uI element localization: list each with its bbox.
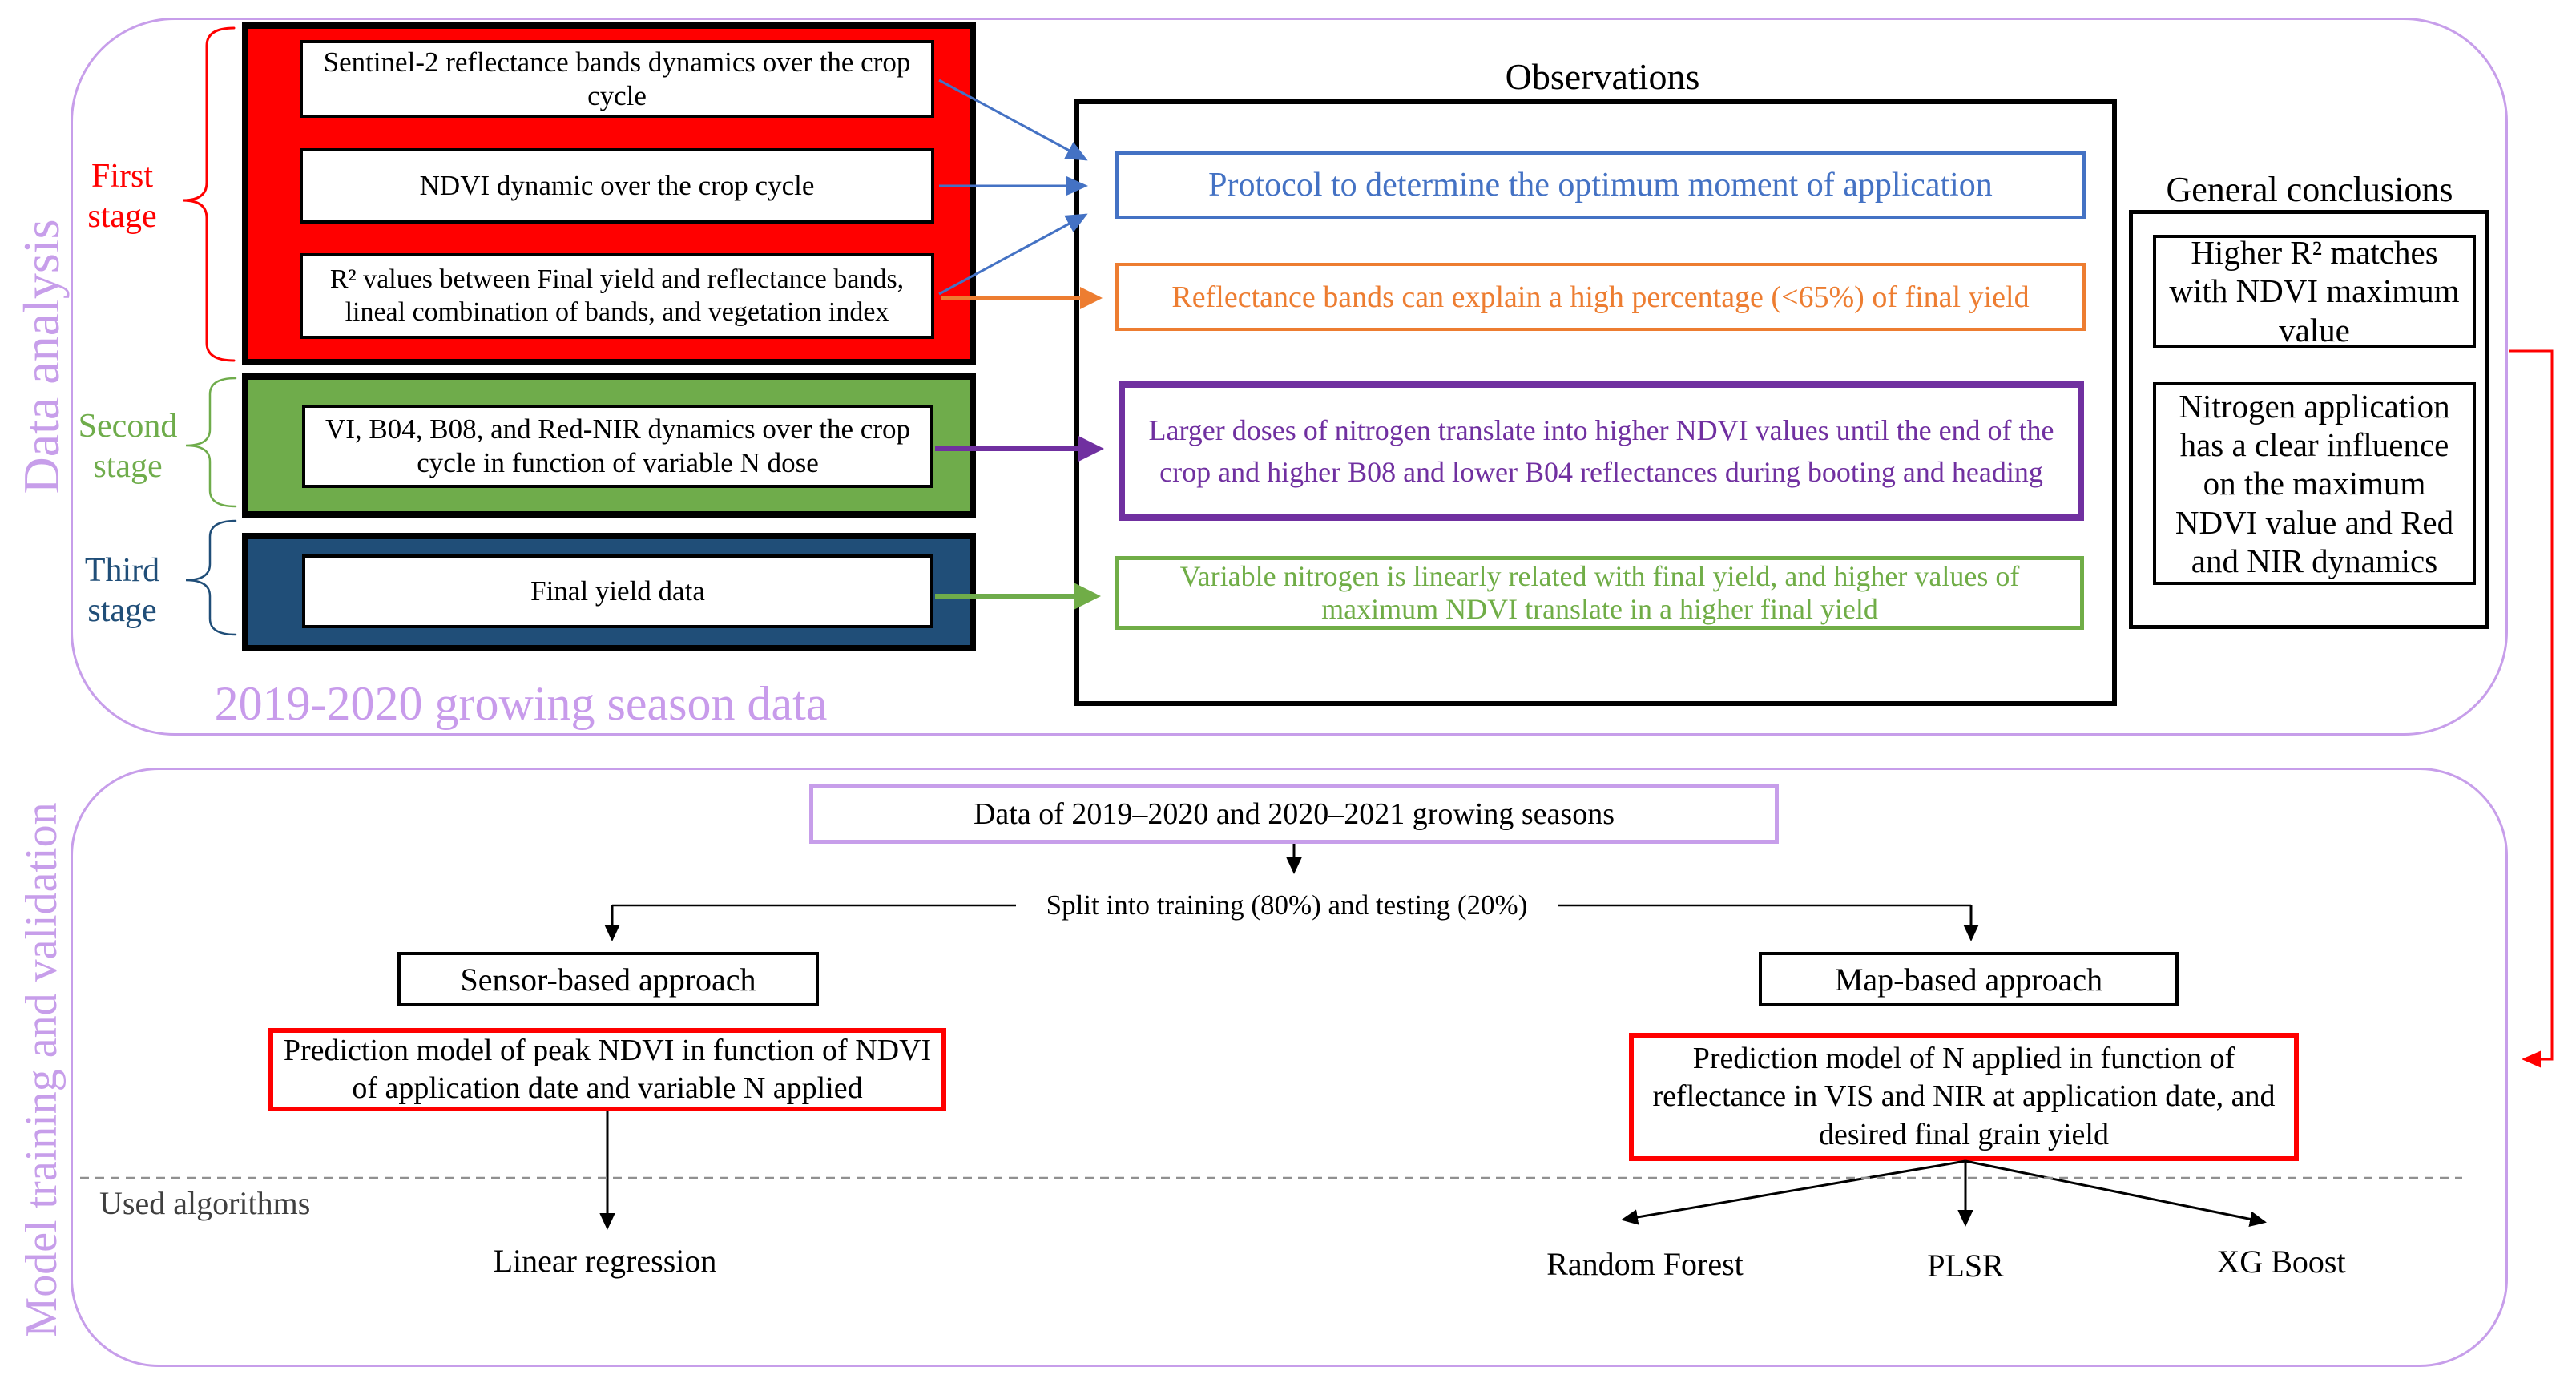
used-algorithms-label: Used algorithms bbox=[99, 1185, 311, 1221]
general-conclusions-title: General conclusions bbox=[2166, 170, 2453, 209]
observations-rect bbox=[1074, 99, 2117, 706]
stage-label-third: Third stage bbox=[84, 552, 160, 629]
label-random-forest: Random Forest bbox=[1546, 1246, 1744, 1282]
observation-protocol-box: Protocol to determine the optimum moment… bbox=[1115, 151, 2086, 219]
season-caption: 2019-2020 growing season data bbox=[214, 677, 828, 730]
map-approach-box: Map-based approach bbox=[1759, 952, 2179, 1006]
label-plsr: PLSR bbox=[1927, 1248, 2004, 1284]
stage-block-first: Sentinel-2 reflectance bands dynamics ov… bbox=[242, 22, 976, 365]
stage-item-final-yield: Final yield data bbox=[302, 554, 933, 628]
observation-nitrogen-ndvi-box: Larger doses of nitrogen translate into … bbox=[1119, 381, 2084, 521]
data-analysis-side-label: Data analysis bbox=[13, 219, 70, 494]
map-model-box: Prediction model of N applied in functio… bbox=[1629, 1033, 2299, 1161]
observations-title: Observations bbox=[1505, 56, 1700, 97]
model-training-side-label: Model training and validation bbox=[17, 802, 67, 1337]
stage-item-ndvi: NDVI dynamic over the crop cycle bbox=[300, 148, 934, 224]
label-xg-boost: XG Boost bbox=[2216, 1244, 2346, 1280]
stage-block-third: Final yield data bbox=[242, 533, 976, 651]
sensor-model-box: Prediction model of peak NDVI in functio… bbox=[268, 1028, 946, 1111]
stage-label-first: First stage bbox=[87, 158, 157, 235]
observation-variable-nitrogen-box: Variable nitrogen is linearly related wi… bbox=[1115, 556, 2084, 630]
stage-item-r2: R² values between Final yield and reflec… bbox=[300, 253, 934, 339]
arrow-feedback-red bbox=[2509, 349, 2554, 1068]
label-linear-regression: Linear regression bbox=[493, 1243, 717, 1279]
observation-reflectance-box: Reflectance bands can explain a high per… bbox=[1115, 263, 2086, 331]
stage-item-sentinel: Sentinel-2 reflectance bands dynamics ov… bbox=[300, 40, 934, 118]
stage-item-vi-dynamics: VI, B04, B08, and Red-NIR dynamics over … bbox=[302, 405, 933, 488]
data-source-box: Data of 2019–2020 and 2020–2021 growing … bbox=[809, 784, 1779, 844]
conclusion-box-2: Nitrogen application has a clear influen… bbox=[2153, 382, 2476, 585]
split-label: Split into training (80%) and testing (2… bbox=[1046, 889, 1528, 921]
general-conclusions-rect bbox=[2129, 210, 2489, 629]
conclusion-box-1: Higher R² matches with NDVI maximum valu… bbox=[2153, 234, 2476, 349]
stage-block-second: VI, B04, B08, and Red-NIR dynamics over … bbox=[242, 373, 976, 518]
sensor-approach-box: Sensor-based approach bbox=[397, 952, 819, 1006]
stage-label-second: Second stage bbox=[78, 408, 178, 485]
